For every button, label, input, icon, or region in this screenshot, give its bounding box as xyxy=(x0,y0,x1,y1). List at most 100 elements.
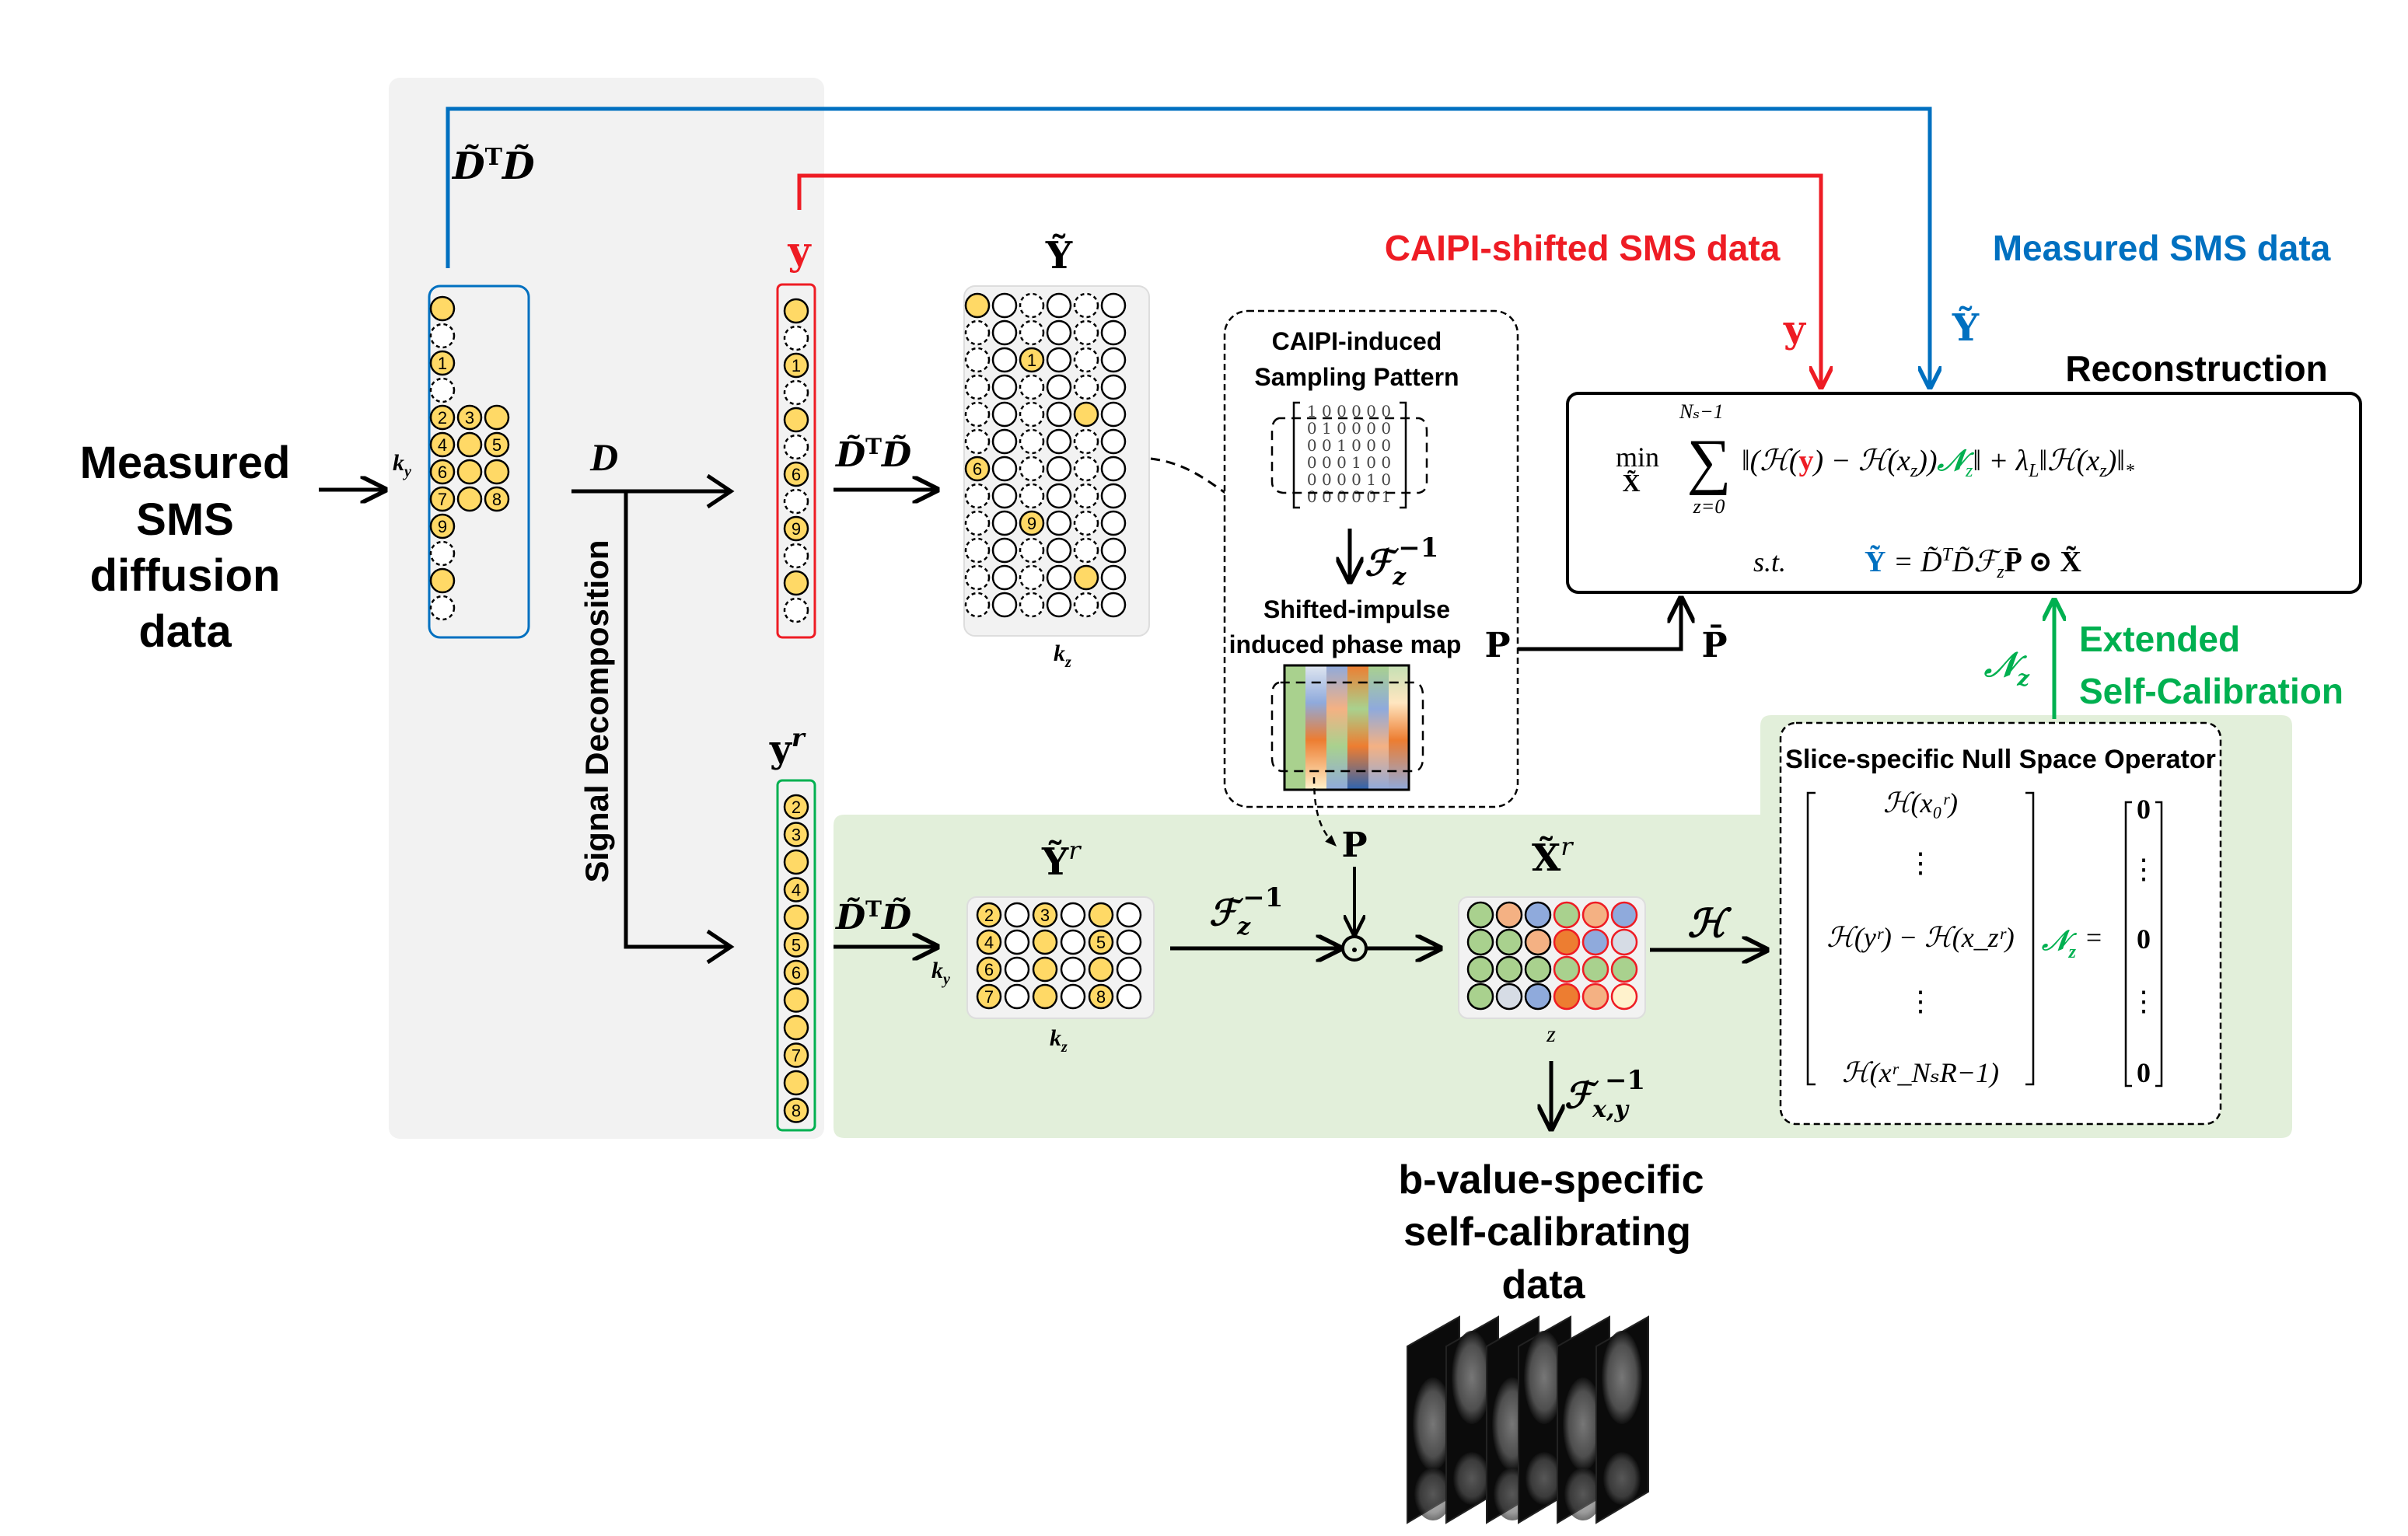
kspace-sample xyxy=(1019,483,1045,509)
kspace-sample xyxy=(1073,347,1099,373)
measured-sms-diffusion-label: Measured SMS diffusion data xyxy=(80,438,291,657)
kspace-sample xyxy=(991,401,1018,428)
svg-text:data: data xyxy=(1502,1262,1586,1307)
sample-index: 9 xyxy=(1027,514,1036,533)
kspace-sample xyxy=(1046,564,1072,591)
kspace-sample xyxy=(783,325,809,351)
kspace-sample xyxy=(1524,955,1552,983)
kspace-sample xyxy=(1032,929,1058,955)
kspace-sample xyxy=(1100,564,1127,591)
phase-map-P: P xyxy=(1484,626,1510,665)
sampling-matrix: 1 0 0 0 0 0 0 1 0 0 0 0 0 0 1 0 0 0 0 0 … xyxy=(1270,401,1428,509)
kspace-sample xyxy=(1495,983,1523,1011)
kspace-sample xyxy=(429,540,456,567)
kspace-sample xyxy=(484,459,510,485)
kspace-sample: 4 xyxy=(976,929,1002,955)
kspace-sample xyxy=(1019,292,1045,319)
svg-text:0: 0 xyxy=(2137,923,2151,955)
kspace-sample xyxy=(991,428,1018,455)
measured-data-line xyxy=(446,106,1930,387)
kspace-sample: 4 xyxy=(429,431,456,458)
kspace-sample xyxy=(1073,374,1099,400)
caipi-title-2: Sampling Pattern xyxy=(1254,363,1459,391)
kspace-sample xyxy=(964,483,991,509)
kspace-sample xyxy=(1073,319,1099,346)
sample-index: 6 xyxy=(438,463,447,482)
kspace-sample xyxy=(1466,901,1494,929)
svg-text:0 1 0 0 0 0: 0 1 0 0 0 0 xyxy=(1307,419,1391,438)
svg-text:z=0: z=0 xyxy=(1693,495,1725,518)
kspace-sample xyxy=(964,292,991,319)
kspace-sample xyxy=(1019,374,1045,400)
output-slice-image xyxy=(1445,1315,1499,1524)
svg-text:0 0 1 0 0 0: 0 0 1 0 0 0 xyxy=(1307,436,1391,455)
kspace-sample xyxy=(1553,983,1581,1011)
kspace-sample xyxy=(964,428,991,455)
kspace-sample: 3 xyxy=(1032,902,1058,928)
kspace-sample xyxy=(456,486,483,512)
pbar-arrow xyxy=(1518,599,1681,651)
kspace-sample xyxy=(1046,319,1072,346)
kspace-sample xyxy=(429,377,456,403)
kspace-sample xyxy=(964,592,991,618)
nz-label: 𝒩z xyxy=(1983,645,2030,691)
null-space-title: Slice-specific Null Space Operator xyxy=(1785,745,2216,774)
kspace-sample xyxy=(991,564,1018,591)
kspace-sample xyxy=(1046,537,1072,564)
kspace-sample xyxy=(1610,983,1638,1011)
svg-text:Ỹ = D̃TD̃ℱzP̄ ⊙ X̃: Ỹ = D̃TD̃ℱzP̄ ⊙ X̃ xyxy=(1865,545,2081,582)
kspace-sample xyxy=(783,379,809,406)
kspace-sample xyxy=(1116,983,1142,1010)
kspace-sample xyxy=(964,401,991,428)
kspace-sample xyxy=(964,537,991,564)
kspace-sample xyxy=(1100,347,1127,373)
kspace-sample xyxy=(1060,902,1086,928)
kspace-sample xyxy=(1060,929,1086,955)
kspace-sample xyxy=(1073,401,1099,428)
kspace-sample xyxy=(1581,983,1609,1011)
kz-axis-label-lower: kz xyxy=(1050,1025,1068,1056)
null-space-operator-box xyxy=(1779,721,2222,1126)
kspace-sample xyxy=(1088,956,1114,983)
hankel-operator-label: ℋ xyxy=(1687,900,1732,946)
kspace-sample xyxy=(1073,292,1099,319)
kspace-sample xyxy=(1004,956,1030,983)
hadamard-product-icon xyxy=(1341,935,1368,962)
svg-text:⋮: ⋮ xyxy=(1906,847,1934,878)
svg-text:b-value-specific: b-value-specific xyxy=(1398,1157,1704,1203)
sample-index: 1 xyxy=(792,356,801,375)
caipi-shifted-label: CAIPI-shifted SMS data xyxy=(1385,228,1781,268)
kspace-sample: 9 xyxy=(429,513,456,539)
kspace-sample xyxy=(1060,956,1086,983)
recon-y-label: y xyxy=(1783,308,1807,351)
extended-label-2: Self-Calibration xyxy=(2079,671,2343,711)
dtd-lower-label: D̃TD̃ xyxy=(834,896,911,937)
kspace-sample: 2 xyxy=(429,404,456,431)
sample-index: 8 xyxy=(1096,987,1106,1007)
kspace-sample xyxy=(783,1014,809,1041)
kspace-sample xyxy=(964,347,991,373)
sample-index: 6 xyxy=(984,960,994,979)
kspace-sample: 8 xyxy=(783,1098,809,1123)
pbar-label: P̄ xyxy=(1701,623,1727,665)
caipi-data-line xyxy=(797,173,1821,387)
kspace-sample xyxy=(1100,510,1127,536)
svg-text:s.t.: s.t. xyxy=(1753,546,1786,578)
kspace-sample xyxy=(991,510,1018,536)
kspace-sample xyxy=(991,292,1018,319)
kspace-sample xyxy=(1019,456,1045,482)
sample-index: 1 xyxy=(438,354,447,373)
svg-text:‖(ℋ(y) − ℋ(xz))𝒩z‖ + λL‖ℋ(xz): ‖(ℋ(y) − ℋ(xz))𝒩z‖ + λL‖ℋ(xz)‖* xyxy=(1742,445,2134,481)
kspace-sample xyxy=(991,592,1018,618)
sample-index: 5 xyxy=(792,936,801,955)
svg-text:Measured: Measured xyxy=(80,438,291,488)
kspace-sample xyxy=(964,564,991,591)
sample-index: 4 xyxy=(984,933,994,952)
kspace-sample xyxy=(991,319,1018,346)
kspace-sample xyxy=(1100,292,1127,319)
shifted-impulse-2: induced phase map xyxy=(1229,630,1462,658)
kspace-sample: 7 xyxy=(783,1042,809,1068)
